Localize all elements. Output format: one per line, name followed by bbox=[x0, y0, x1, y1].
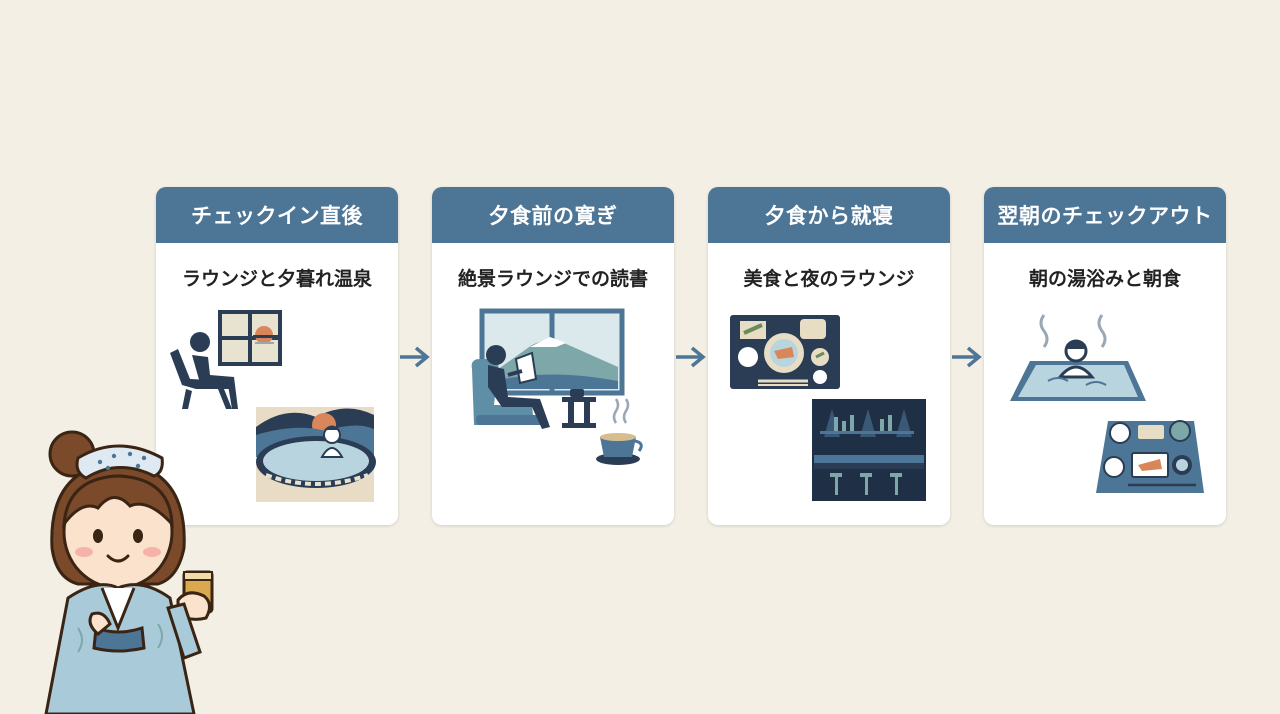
step-title-1: チェックイン直後 bbox=[156, 187, 398, 243]
step-title-2: 夕食前の寛ぎ bbox=[432, 187, 674, 243]
step-illustration-1 bbox=[170, 310, 376, 502]
kaiseki-dinner-tray-icon bbox=[730, 315, 840, 389]
morning-bath-icon bbox=[1010, 314, 1146, 401]
yukata-woman-with-drink-icon bbox=[44, 430, 214, 714]
step-title-4: 翌朝のチェックアウト bbox=[984, 187, 1226, 243]
arrow-right-icon bbox=[400, 346, 430, 368]
step-card-2: 夕食前の寛ぎ 絶景ラウンジでの読書 bbox=[432, 187, 674, 525]
step-title-3: 夕食から就寝 bbox=[708, 187, 950, 243]
arrow-right-icon bbox=[952, 346, 982, 368]
step-card-1: チェックイン直後 ラウンジと夕暮れ温泉 bbox=[156, 187, 398, 525]
step-illustration-2 bbox=[471, 308, 643, 465]
breakfast-tray-icon bbox=[1096, 420, 1204, 493]
arrow-right-icon bbox=[676, 346, 706, 368]
night-bar-lounge-icon bbox=[812, 399, 926, 501]
lounge-chair-person-icon bbox=[170, 332, 238, 409]
step-illustration-4 bbox=[1010, 314, 1204, 493]
outdoor-onsen-bather-icon bbox=[256, 407, 376, 502]
step-subtitle-4: 朝の湯浴みと朝食 bbox=[1028, 268, 1181, 290]
step-card-3: 夕食から就寝 美食と夜のラウンジ bbox=[708, 187, 950, 525]
step-subtitle-2: 絶景ラウンジでの読書 bbox=[457, 268, 648, 290]
window-sunset-icon bbox=[218, 310, 282, 366]
step-subtitle-3: 美食と夜のラウンジ bbox=[743, 268, 915, 290]
coffee-cup-icon bbox=[596, 398, 643, 465]
step-illustration-3 bbox=[730, 315, 926, 501]
step-card-4: 翌朝のチェックアウト 朝の湯浴みと朝食 bbox=[984, 187, 1226, 525]
reading-person-armchair-icon bbox=[471, 345, 550, 429]
side-table-icon bbox=[562, 389, 596, 428]
step-subtitle-1: ラウンジと夕暮れ温泉 bbox=[181, 268, 372, 290]
